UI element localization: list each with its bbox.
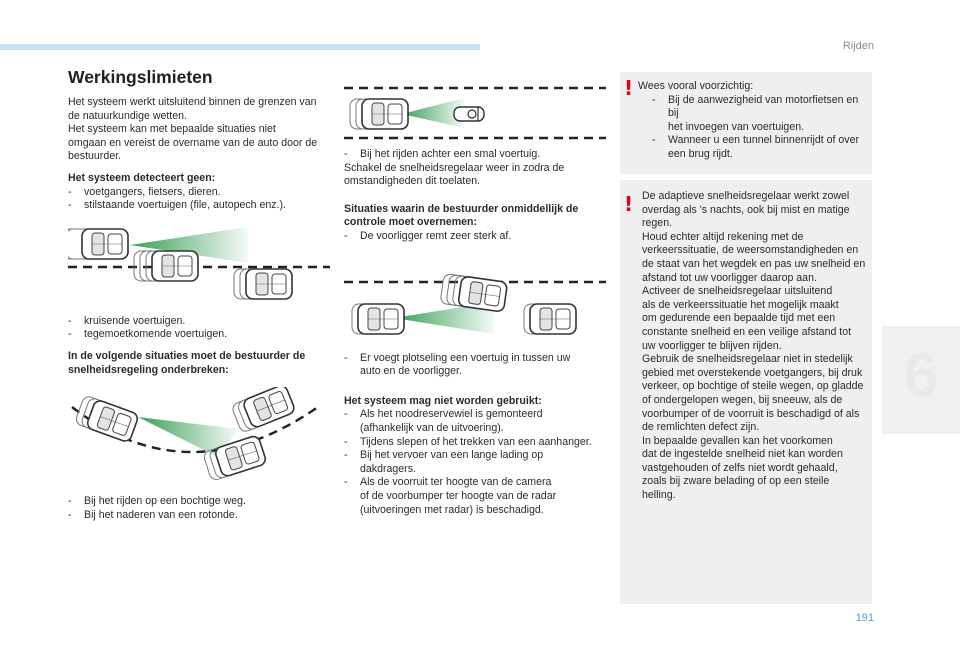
- warning-line: de remlichten defect zijn.: [642, 421, 760, 434]
- intro-line: de natuurkundige wetten.: [68, 109, 187, 122]
- warning-box-caution: ! Wees vooral voorzichtig: -Bij de aanwe…: [620, 72, 872, 174]
- list-item: -Tijdens slepen of het trekken van een a…: [344, 435, 592, 448]
- intro-line: Het systeem werkt uitsluitend binnen de …: [68, 96, 317, 108]
- intro-line: bestuurder.: [68, 150, 122, 163]
- warning-line: dat de ingestelde snelheid niet kan word…: [642, 448, 843, 461]
- list-item: -stilstaande voertuigen (file, autopech …: [68, 199, 286, 212]
- list-item: -Bij het rijden achter een smal voertuig…: [344, 148, 541, 160]
- list-item: -kruisende voertuigen.: [68, 314, 186, 327]
- list-item: -Bij het naderen van een rotonde.: [68, 508, 238, 521]
- body-line: omstandigheden dit toelaten.: [344, 175, 481, 188]
- list-item-continued: een brug rijdt.: [668, 147, 733, 160]
- warning-line: afstand tot uw voorligger daarop aan.: [642, 271, 817, 284]
- immediate-heading: controle moet overnemen:: [344, 216, 478, 229]
- list-item: -De voorligger remt zeer sterk af.: [344, 229, 512, 242]
- column-left: Werkingslimieten Het systeem werkt uitsl…: [68, 66, 330, 522]
- section-label: Rijden: [842, 40, 874, 52]
- list-item: -Bij het rijden op een bochtige weg.: [68, 495, 246, 508]
- list-item-continued: (uitvoeringen met radar) is beschadigd.: [360, 503, 544, 516]
- page-number: 191: [855, 612, 874, 624]
- radar-beam: [130, 226, 248, 263]
- chapter-tab: 6: [882, 326, 960, 434]
- warning-line: vastgehouden of zelfs niet wordt gehaald…: [642, 461, 838, 474]
- warning-icon: !: [624, 192, 634, 216]
- warning-line: de staat van het wegdek en pas uw snelhe…: [642, 257, 866, 270]
- warning-line: Houd echter altijd rekening met de: [642, 230, 804, 243]
- warning-line: Activeer de snelheidsregelaar uitsluiten…: [642, 285, 833, 298]
- warning-line: De adaptieve snelheidsregelaar werkt zow…: [642, 190, 850, 202]
- list-item-continued: (afhankelijk van de uitvoering).: [360, 421, 504, 434]
- list-item: -Als het noodreservewiel is gemonteerd: [344, 408, 543, 421]
- warning-line: als de verkeerssituatie het mogelijk maa…: [642, 298, 839, 311]
- radar-beam: [394, 301, 494, 334]
- car-icon: [523, 302, 577, 335]
- warning-line: zoals bij zware belading of op een steil…: [642, 475, 830, 488]
- body-line: Schakel de snelheidsregelaar weer in zod…: [344, 161, 565, 174]
- warning-line: helling.: [642, 489, 676, 502]
- radar-beam: [138, 417, 238, 458]
- car-icon: [439, 272, 509, 313]
- list-item-continued: dakdragers.: [360, 462, 416, 475]
- list-item: -voetgangers, fietsers, dieren.: [68, 185, 221, 198]
- list-item: -Bij het vervoer van een lange lading op: [344, 449, 544, 462]
- list-item: -tegemoetkomende voertuigen.: [68, 328, 228, 341]
- car-icon: [68, 227, 129, 260]
- warning-line: overdag als 's nachts, ook bij mist en m…: [642, 203, 850, 216]
- list-item-continued: het invoegen van voertuigen.: [668, 120, 805, 133]
- list-item: -Als de voorruit ter hoogte van de camer…: [344, 476, 552, 489]
- car-icon: [349, 98, 409, 130]
- illustration-narrow-vehicle: [344, 86, 606, 140]
- illustration-cut-in-vehicle: [344, 272, 606, 335]
- not-detected-heading: Het systeem detecteert geen:: [68, 171, 216, 184]
- not-use-heading: Het systeem mag niet worden gebruikt:: [344, 394, 542, 407]
- warning-line: uw voorligger te blijven rijden.: [642, 339, 782, 352]
- list-item: -Wanneer u een tunnel binnenrijdt of ove…: [652, 134, 860, 147]
- top-accent-bar: [0, 44, 480, 50]
- warning-line: verkeer, op bochtige of steile wegen, op…: [642, 380, 864, 393]
- motorcycle-icon: [453, 106, 485, 122]
- warning-line: gebied met overstekende voetgangers, bij…: [642, 366, 863, 379]
- warning-line: Gebruik de snelheidsregelaar niet in ste…: [642, 353, 853, 366]
- warning-line: regen.: [642, 217, 673, 230]
- list-item-continued: of de voorbumper ter hoogte van de radar: [360, 489, 557, 502]
- illustration-curved-road: [71, 387, 319, 482]
- warning-icon: !: [624, 76, 634, 100]
- interrupt-heading: In de volgende situaties moet de bestuur…: [68, 349, 306, 362]
- intro-text: Het systeem werkt uitsluitend binnen de …: [68, 96, 330, 164]
- warning-line: of ondergelopen wegen, bij sneeuw, als d…: [642, 393, 843, 406]
- page-title: Werkingslimieten: [68, 67, 213, 87]
- list-item-continued: auto en de voorligger.: [360, 365, 462, 378]
- list-item: -Er voegt plotseling een voertuig in tus…: [344, 351, 571, 364]
- car-icon: [351, 302, 405, 335]
- car-icon: [73, 394, 141, 444]
- chapter-number: 6: [903, 341, 939, 410]
- warning-heading: Wees vooral voorzichtig:: [638, 80, 754, 92]
- warning-text: De adaptieve snelheidsregelaar werkt zow…: [642, 190, 872, 503]
- interrupt-heading: snelheidsregeling onderbreken:: [68, 363, 229, 376]
- warning-line: voorbumper of de voorruit is beschadigd …: [642, 407, 860, 420]
- immediate-heading: Situaties waarin de bestuurder onmiddell…: [344, 202, 579, 215]
- warning-line: om gedurende een bepaalde tijd met een: [642, 312, 836, 325]
- column-middle: -Bij het rijden achter een smal voertuig…: [344, 84, 606, 517]
- car-icon: [233, 267, 293, 300]
- intro-line: omgaan en vereist de overname van de aut…: [68, 136, 318, 149]
- illustration-crossing-vehicles: [68, 226, 330, 300]
- warning-line: verkeerssituatie, de weersomstandigheden…: [642, 244, 859, 257]
- warning-line: In bepaalde gevallen kan het voorkomen: [642, 434, 833, 447]
- warning-line: constante snelheid en een veilige afstan…: [642, 325, 852, 338]
- warning-box-acc: ! De adaptieve snelheidsregelaar werkt z…: [620, 180, 872, 604]
- radar-beam: [402, 98, 464, 128]
- list-item: -Bij de aanwezigheid van motorfietsen en…: [652, 93, 859, 120]
- intro-line: Het systeem kan met bepaalde situaties n…: [68, 123, 276, 136]
